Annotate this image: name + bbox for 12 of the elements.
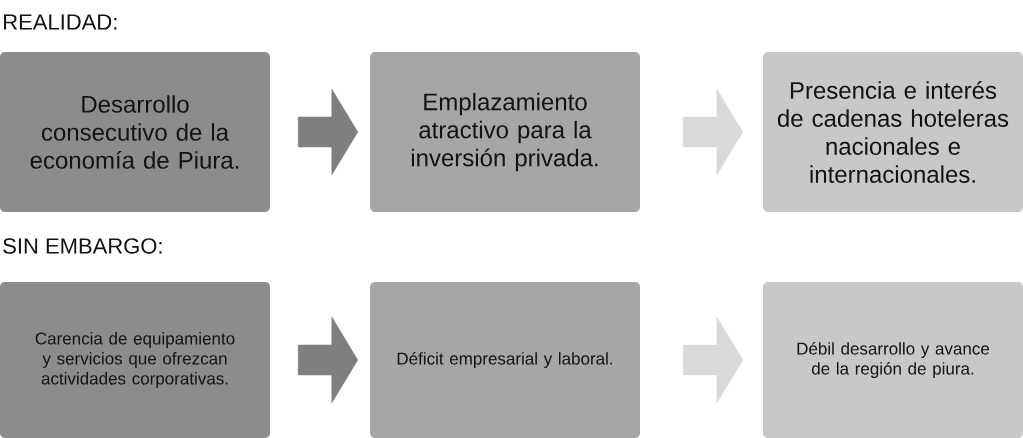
section-heading: REALIDAD: bbox=[4, 14, 117, 30]
process-box: Déficit empresarial y laboral. bbox=[370, 282, 640, 438]
process-box: Desarrollo consecutivo de la economía de Piura. bbox=[0, 52, 270, 212]
process-box: Emplazamiento atractivo para la inversión privada. bbox=[370, 52, 640, 212]
process-box: Débil desarrollo y avance de la región de piura. bbox=[763, 282, 1023, 438]
block-arrow bbox=[297, 88, 359, 176]
block-arrow bbox=[297, 316, 359, 404]
process-box: Carencia de equipamiento y servicios que ofrezcan actividades corporativas. bbox=[0, 282, 270, 438]
block-arrow bbox=[682, 88, 744, 176]
process-box: Presencia e interés de cadenas hoteleras nacionales e internacionales. bbox=[763, 52, 1023, 212]
section-heading: SIN EMBARGO: bbox=[3, 238, 162, 254]
block-arrow bbox=[682, 316, 744, 404]
